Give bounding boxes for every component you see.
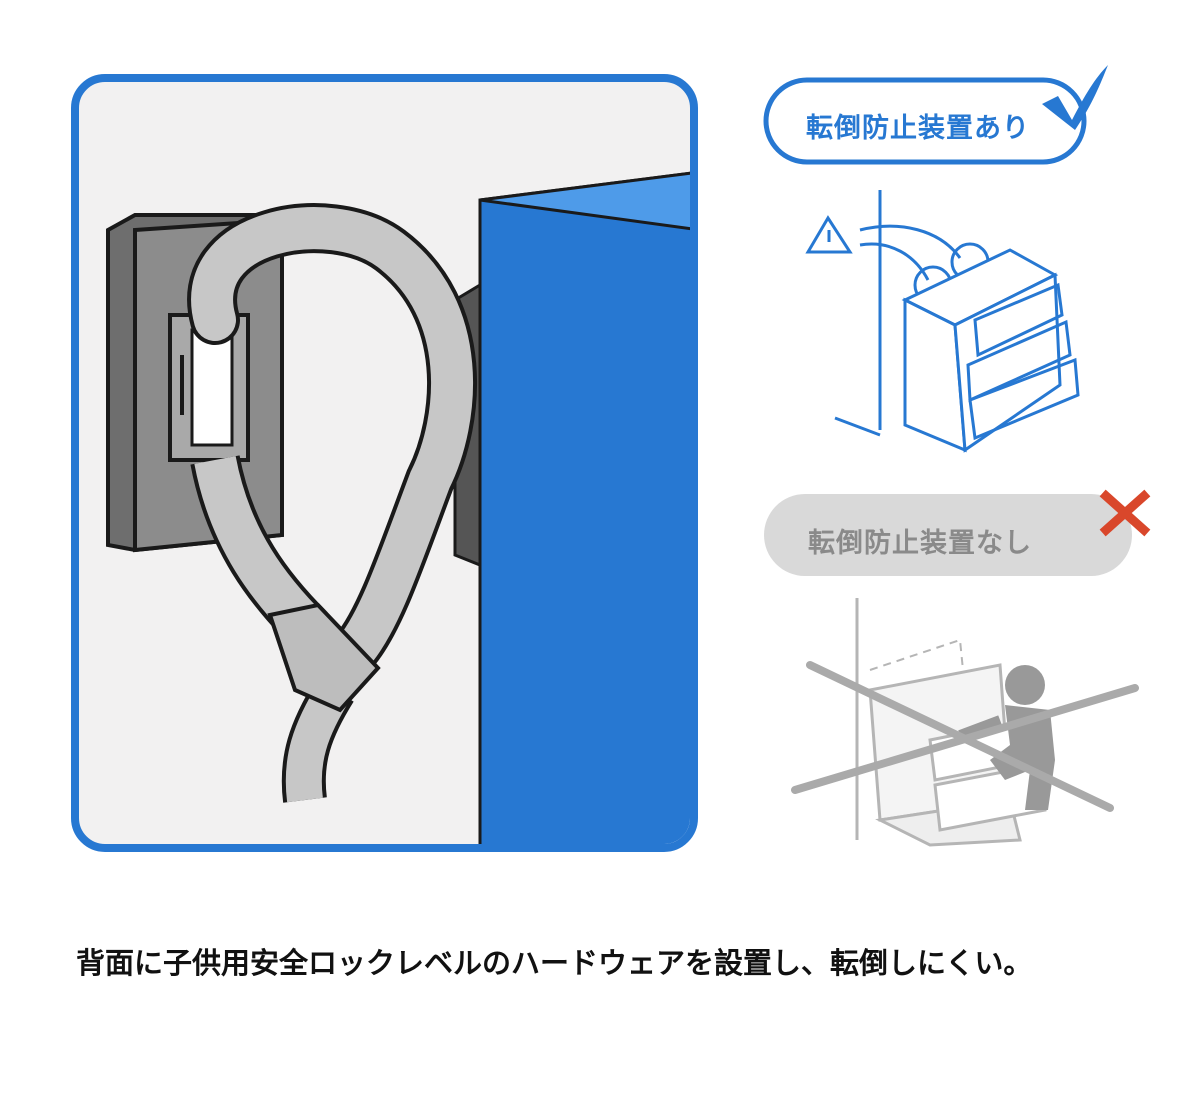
anchor-strap-closeup bbox=[71, 74, 698, 852]
with-device-label: 転倒防止装置あり bbox=[806, 113, 1030, 144]
check-icon bbox=[1042, 65, 1108, 130]
cross-icon bbox=[1099, 489, 1151, 537]
tipping-cabinet-diagram bbox=[791, 598, 1139, 847]
without-device-label: 転倒防止装置なし bbox=[808, 528, 1032, 559]
stable-cabinet-diagram bbox=[805, 190, 1080, 453]
without-device-badge bbox=[764, 489, 1151, 576]
caption: 背面に子供用安全ロックレベルのハードウェアを設置し、転倒しにくい。 bbox=[76, 946, 1033, 980]
with-device-badge bbox=[763, 65, 1108, 165]
